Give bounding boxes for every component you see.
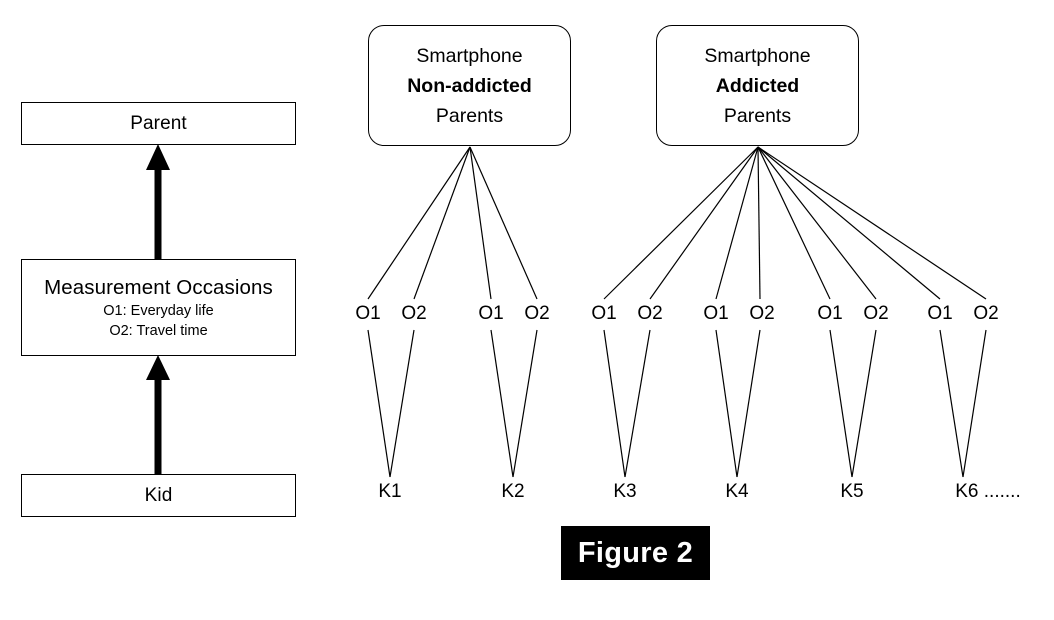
arrow-occasions-to-parent	[146, 144, 170, 259]
kid-label: K2	[501, 481, 525, 502]
occasion-label: O2	[973, 303, 999, 324]
edge-addicted-o3	[715, 146, 759, 300]
edge-o4-k2	[512, 329, 538, 478]
edge-o9-k5	[829, 329, 853, 478]
edge-addicted-o4	[757, 146, 761, 300]
edge-o12-k6	[962, 329, 987, 478]
occasion-to-kid-edges	[367, 329, 987, 478]
occasion-label: O1	[817, 303, 843, 324]
edge-o5-k3	[603, 329, 626, 478]
occasion-label: O1	[591, 303, 617, 324]
occasion-label: O1	[355, 303, 381, 324]
occasion-o1-description: O1: Everyday life	[103, 302, 214, 319]
edge-o1-k1	[367, 329, 391, 478]
kid-label: K4	[725, 481, 749, 502]
group-line-1: Smartphone	[416, 44, 523, 67]
edge-addicted-o6	[757, 146, 877, 300]
kid-label: K1	[378, 481, 402, 502]
occasion-label: O1	[703, 303, 729, 324]
kid-label: K6 .......	[955, 481, 1021, 502]
parent-box: Parent	[21, 102, 296, 145]
measurement-occasions-box: Measurement Occasions O1: Everyday life …	[21, 259, 296, 356]
kid-label: K5	[840, 481, 864, 502]
figure-caption: Figure 2	[561, 526, 710, 580]
edge-addicted-o2	[649, 146, 759, 300]
figure-caption-label: Figure 2	[577, 536, 694, 569]
occasion-label: O2	[637, 303, 663, 324]
edge-addicted-o5	[757, 146, 831, 300]
edge-o11-k6	[939, 329, 964, 478]
group-line-3: Parents	[435, 104, 504, 127]
edge-nonaddicted-o3	[469, 146, 492, 300]
edge-addicted-o1	[603, 146, 759, 300]
occasion-label: O2	[749, 303, 775, 324]
group-line-1: Smartphone	[704, 44, 811, 67]
edge-o2-k1	[389, 329, 415, 478]
occasion-o2-description: O2: Travel time	[109, 322, 208, 339]
group-box-addicted: Smartphone Addicted Parents	[656, 25, 859, 146]
group-line-3: Parents	[723, 104, 792, 127]
measurement-occasions-title: Measurement Occasions	[44, 275, 273, 299]
group-box-non-addicted: Smartphone Non-addicted Parents	[368, 25, 571, 146]
parent-to-occasion-edges	[367, 146, 987, 300]
legend-panel: Parent Measurement Occasions O1: Everyda…	[0, 0, 320, 620]
edge-o6-k3	[624, 329, 651, 478]
group-line-2: Non-addicted	[407, 74, 532, 97]
kid-box: Kid	[21, 474, 296, 517]
edge-nonaddicted-o1	[367, 146, 471, 300]
group-line-2: Addicted	[715, 74, 800, 97]
occasion-label: O2	[863, 303, 889, 324]
edge-o3-k2	[490, 329, 514, 478]
edge-o8-k4	[736, 329, 761, 478]
parent-box-label: Parent	[130, 113, 187, 134]
occasion-label: O2	[401, 303, 427, 324]
edge-nonaddicted-o4	[469, 146, 538, 300]
occasion-label: O1	[478, 303, 504, 324]
occasion-label: O1	[927, 303, 953, 324]
kid-label: K3	[613, 481, 637, 502]
edge-addicted-o8	[757, 146, 987, 300]
arrow-kid-to-occasions	[146, 355, 170, 474]
edge-o10-k5	[851, 329, 877, 478]
kid-box-label: Kid	[144, 485, 173, 506]
edge-nonaddicted-o2	[413, 146, 471, 300]
edge-addicted-o7	[757, 146, 941, 300]
edge-o7-k4	[715, 329, 738, 478]
occasion-label: O2	[524, 303, 550, 324]
